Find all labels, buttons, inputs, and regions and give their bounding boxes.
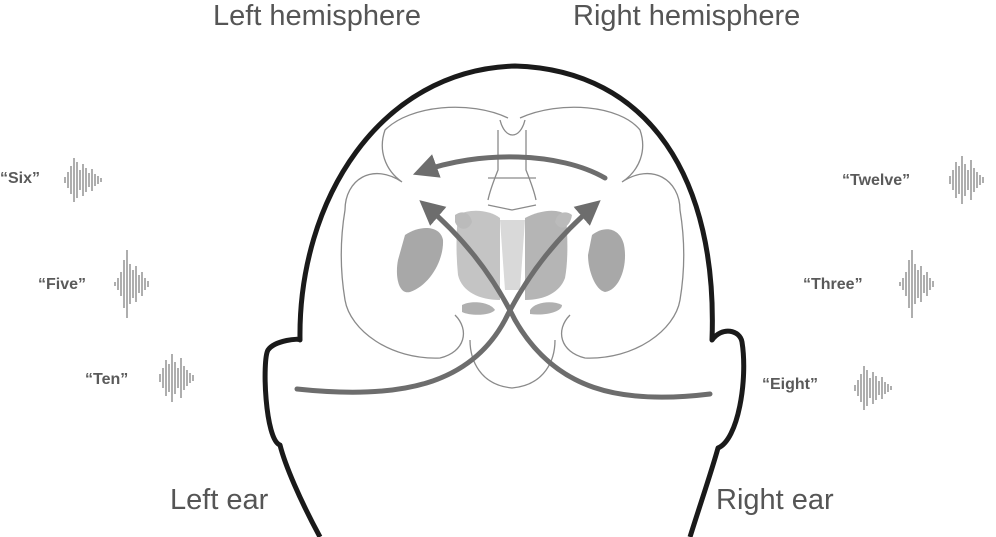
- waveform-icon: [159, 354, 194, 402]
- head-outline: [262, 63, 747, 537]
- right-word-2: “Three”: [803, 276, 863, 293]
- left-ear-pathway: [294, 200, 601, 395]
- left-word-2: “Five”: [38, 276, 87, 293]
- right-ear-pathway: [419, 200, 713, 400]
- waveform-icon: [854, 366, 892, 410]
- left-word-3: “Ten”: [85, 371, 129, 388]
- waveform-icon: [114, 250, 149, 318]
- deep-structures: [396, 210, 626, 315]
- auditory-pathways: [294, 154, 713, 400]
- right-word-3: “Eight”: [762, 376, 818, 393]
- waveform-icon: [899, 250, 934, 318]
- waveform-icon: [64, 158, 102, 202]
- left-hemisphere-label: Left hemisphere: [213, 0, 421, 32]
- waveform-icon: [949, 156, 984, 204]
- left-ear-label: Left ear: [170, 484, 269, 516]
- left-word-1: “Six”: [0, 170, 41, 187]
- right-word-1: “Twelve”: [842, 172, 911, 189]
- callosal-arrow: [412, 154, 608, 181]
- right-hemisphere-label: Right hemisphere: [573, 0, 801, 32]
- right-ear-label: Right ear: [716, 484, 834, 516]
